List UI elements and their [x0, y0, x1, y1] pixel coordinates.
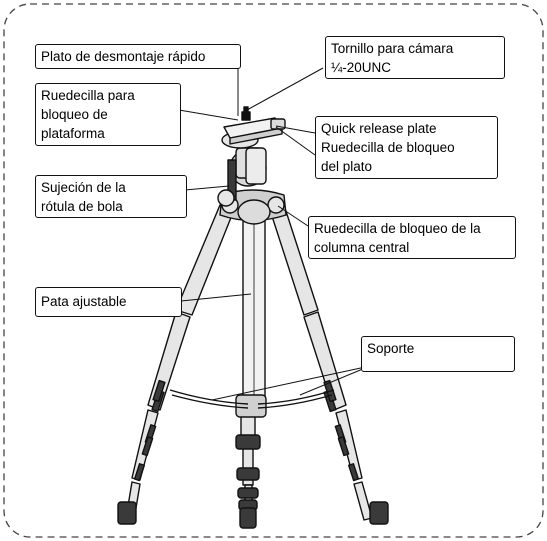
label-ball-head-clamp: Sujeción de la rótula de bola [35, 175, 187, 218]
label-center-column-lock: Ruedecilla de bloqueo de la columna cent… [308, 216, 516, 259]
quick-release-plate [223, 106, 286, 145]
label-platform-lock-knob-text: Ruedecilla para bloqueo de plataforma [41, 88, 135, 141]
left-leg [117, 204, 235, 525]
label-camera-screw: Tornillo para cámara ¼-20UNC [325, 36, 505, 79]
label-brace-text: Soporte [367, 341, 415, 356]
label-quick-release-plate-en-text: Quick release plate [321, 121, 437, 136]
label-adjustable-leg: Pata ajustable [35, 287, 182, 317]
label-plate-lock-knob-text: Ruedecilla de bloqueo del plato [321, 140, 455, 174]
label-brace: Soporte [361, 336, 515, 372]
center-leg [235, 404, 261, 529]
label-quick-release-plate-en: Quick release plate Ruedecilla de bloque… [315, 116, 498, 179]
label-center-column-lock-text: Ruedecilla de bloqueo de la columna cent… [314, 221, 481, 255]
label-platform-lock-knob: Ruedecilla para bloqueo de plataforma [35, 83, 181, 146]
spreader-brace [169, 389, 335, 409]
label-adjustable-leg-text: Pata ajustable [41, 294, 127, 309]
label-ball-head-clamp-text: Sujeción de la rótula de bola [41, 180, 126, 214]
label-camera-screw-text: Tornillo para cámara ¼-20UNC [331, 41, 454, 75]
label-quick-release-plate-es: Plato de desmontaje rápido [35, 44, 241, 69]
leader-lines [178, 66, 371, 401]
center-column [235, 219, 267, 418]
label-quick-release-plate-es-text: Plato de desmontaje rápido [41, 49, 206, 64]
